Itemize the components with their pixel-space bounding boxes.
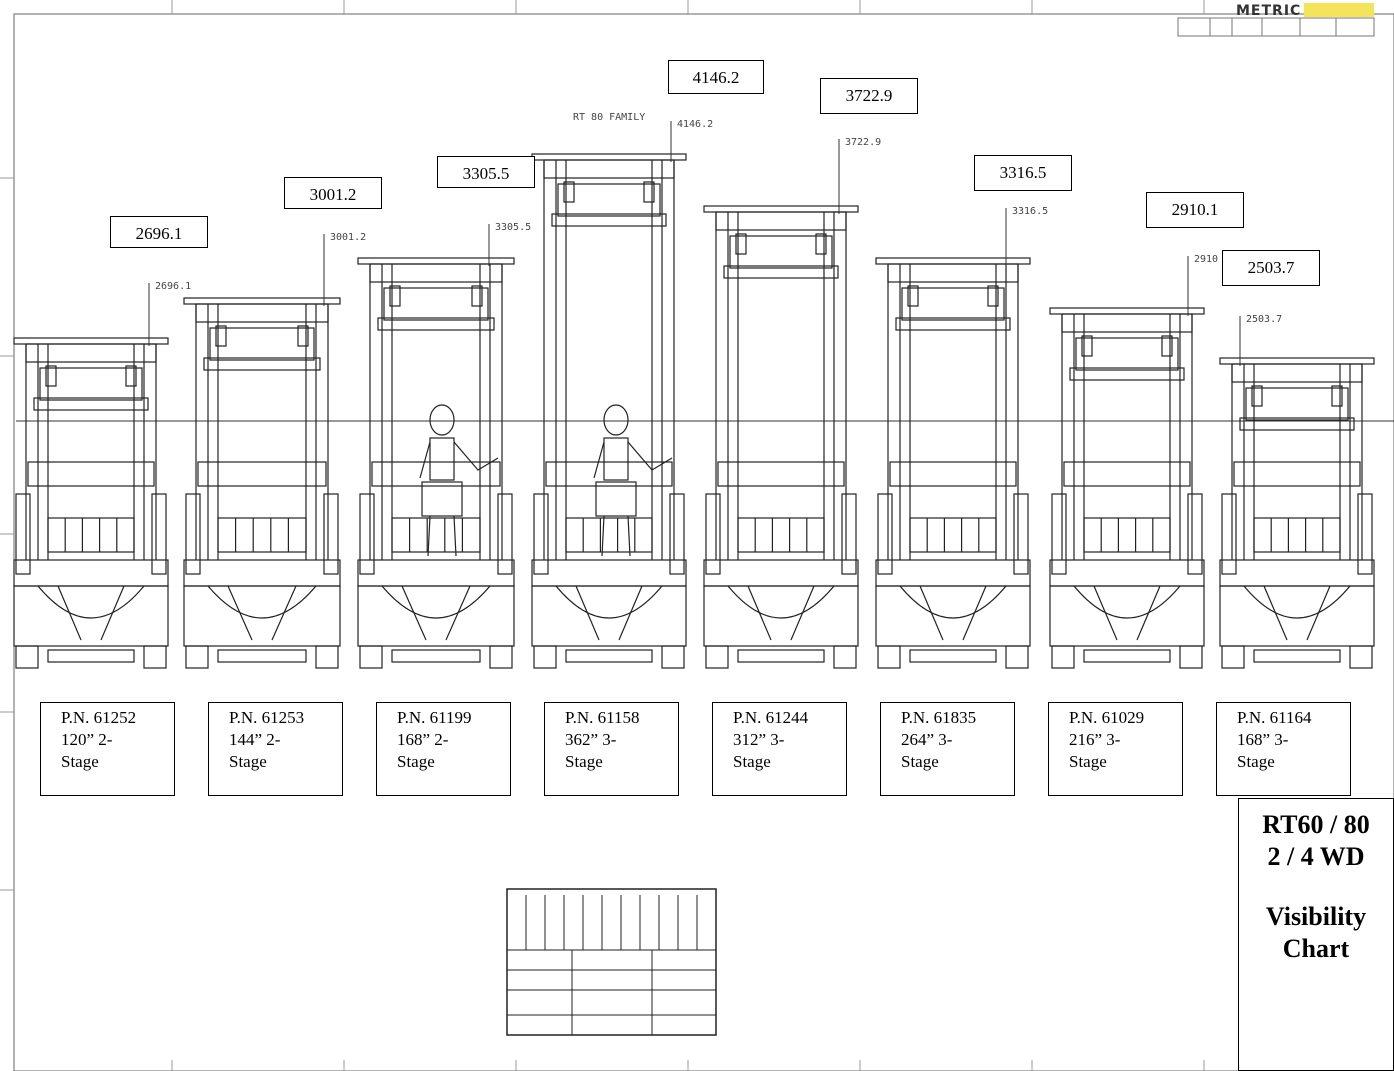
carriage-top-view <box>506 888 717 1036</box>
mast-drawing-5: 3722.9 <box>703 137 881 669</box>
mast-pn: P.N. 61253 <box>229 708 305 727</box>
mast-pn: P.N. 61158 <box>565 708 640 727</box>
leader-label-3: 3305.5 <box>495 222 531 233</box>
leader-label-2: 3001.2 <box>330 232 366 243</box>
dimension-callout-4: 4146.2 <box>668 60 764 94</box>
mast-stage: Stage <box>61 752 99 771</box>
mast-size: 168” 3- <box>1237 730 1289 749</box>
masts-layer: 2696.1 3001.2 3305.5 4146.2 3722.9 3316.5 2910… <box>13 119 1375 669</box>
mast-drawing-2: 3001.2 <box>183 232 366 669</box>
leader-label-1: 2696.1 <box>155 281 191 292</box>
mast-pn: P.N. 61835 <box>901 708 977 727</box>
dimension-callout-3: 3305.5 <box>437 156 535 188</box>
mast-pn: P.N. 61029 <box>1069 708 1145 727</box>
mast-stage: Stage <box>1069 752 1107 771</box>
mast-stage: Stage <box>229 752 267 771</box>
mast-stage: Stage <box>1237 752 1275 771</box>
title-line-3: Visibility <box>1265 902 1367 931</box>
leader-label-7: 2910 <box>1194 254 1218 265</box>
part-number-box-8: P.N. 61164 168” 3- Stage <box>1216 702 1351 796</box>
part-number-box-3: P.N. 61199 168” 2- Stage <box>376 702 511 796</box>
title-line-1: RT60 / 80 <box>1262 810 1370 839</box>
metric-logo: METRIC <box>1236 3 1302 19</box>
mast-pn: P.N. 61164 <box>1237 708 1312 727</box>
title-line-2: 2 / 4 WD <box>1267 842 1365 871</box>
title-line-4: Chart <box>1282 934 1350 963</box>
mast-drawing-4: 4146.2 <box>531 119 713 669</box>
mast-size: 312” 3- <box>733 730 785 749</box>
leader-label-5: 3722.9 <box>845 137 881 148</box>
part-number-box-2: P.N. 61253 144” 2- Stage <box>208 702 343 796</box>
mast-size: 168” 2- <box>397 730 449 749</box>
mast-stage: Stage <box>733 752 771 771</box>
mast-size: 264” 3- <box>901 730 953 749</box>
mast-drawing-3: 3305.5 <box>357 222 531 669</box>
mast-drawing-7: 2910 <box>1049 254 1218 669</box>
dimension-callout-6: 3316.5 <box>974 155 1072 191</box>
dimension-callout-1: 2696.1 <box>110 216 208 248</box>
mast-size: 144” 2- <box>229 730 281 749</box>
leader-label-6: 3316.5 <box>1012 206 1048 217</box>
dimension-callout-8: 2503.7 <box>1222 250 1320 286</box>
dimension-callout-2: 3001.2 <box>284 177 382 209</box>
dimension-callout-5: 3722.9 <box>820 78 918 114</box>
part-number-box-4: P.N. 61158 362” 3- Stage <box>544 702 679 796</box>
part-number-box-5: P.N. 61244 312” 3- Stage <box>712 702 847 796</box>
mast-pn: P.N. 61252 <box>61 708 137 727</box>
part-number-box-1: P.N. 61252 120” 2- Stage <box>40 702 175 796</box>
mast-pn: P.N. 61244 <box>733 708 809 727</box>
part-number-box-6: P.N. 61835 264” 3- Stage <box>880 702 1015 796</box>
leader-label-4: 4146.2 <box>677 119 713 130</box>
mast-stage: Stage <box>901 752 939 771</box>
mast-drawing-6: 3316.5 <box>875 206 1048 669</box>
logo-tag <box>1304 3 1374 17</box>
mast-drawing-8: 2503.7 <box>1219 314 1375 669</box>
title-block: RT60 / 80 2 / 4 WD Visibility Chart <box>1238 798 1394 1071</box>
mast-stage: Stage <box>397 752 435 771</box>
leader-label-8: 2503.7 <box>1246 314 1282 325</box>
mast-pn: P.N. 61199 <box>397 708 472 727</box>
mast-stage: Stage <box>565 752 603 771</box>
mast-size: 216” 3- <box>1069 730 1121 749</box>
mast-drawing-1: 2696.1 <box>13 281 191 669</box>
part-number-box-7: P.N. 61029 216” 3- Stage <box>1048 702 1183 796</box>
mast-size: 120” 2- <box>61 730 113 749</box>
family-label: RT 80 FAMILY <box>573 112 646 123</box>
mast-size: 362” 3- <box>565 730 617 749</box>
dimension-callout-7: 2910.1 <box>1146 192 1244 228</box>
